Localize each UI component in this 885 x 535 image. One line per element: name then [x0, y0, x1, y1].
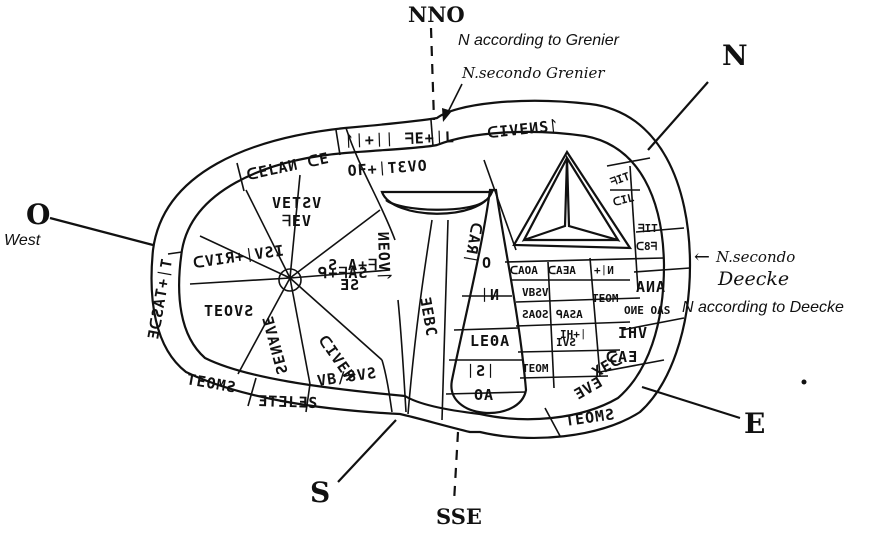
south-ray-line: [337, 419, 397, 483]
sse-label: SSE: [436, 504, 482, 529]
pyramid-shade-left: [521, 157, 569, 242]
cone-papilla: [450, 188, 528, 415]
deecke-arrow: ←: [694, 246, 710, 268]
inscription-right-w12: AИA: [636, 278, 666, 296]
inscription-mid-w6: ᛁИ: [480, 286, 500, 304]
nno-axis-line: [429, 27, 436, 121]
inscription-left-w3: ᖷEV: [282, 212, 312, 230]
left-lobe-hub: [278, 268, 302, 292]
north-label: N: [722, 39, 748, 72]
inscription-mid-w9: OA: [474, 386, 494, 404]
inscription-left-w10: VB/8VƧ: [316, 364, 378, 390]
inscription-left-w9: ᑫ+ᖷAƧ: [318, 264, 368, 282]
inscription-right-w11: +ᛁИ: [594, 264, 614, 277]
inscription-right-w14: IHV: [618, 324, 648, 342]
right-grid: [504, 165, 665, 389]
inscription-mid-w5: O: [482, 254, 492, 272]
left-lobe-divisions: [189, 127, 407, 413]
inscription-left-w2: VETƧV: [272, 194, 322, 212]
inscription-rim-upper-left: ᑕELAИ ᑕE: [245, 149, 331, 184]
compass-labels: NNO N O West E S SSE: [4, 2, 765, 529]
deecke-en-note: N according to Deecke: [682, 299, 844, 316]
inscription-right-w7: ᖷIT: [638, 222, 658, 235]
rim-dividers: [167, 119, 691, 437]
inscription-right-w20: ᑕIL: [612, 191, 636, 209]
inscription-right-w15: ᑕAƎ: [606, 348, 638, 366]
inscription-mid-w8: ᛁƧᛁ: [466, 362, 496, 380]
inscription-right-w13: OИE OAS: [624, 304, 670, 317]
west-label: West: [4, 232, 41, 249]
annotations: N according to Grenier N.secondo Grenier…: [458, 32, 844, 316]
inscription-mid-w2: ИEOVᛚ: [374, 232, 394, 283]
north-ray-line: [647, 81, 709, 151]
inscription-mid-w7: LEΘA: [470, 332, 510, 350]
pyramid-outer: [512, 149, 633, 250]
east-label: E: [744, 407, 765, 440]
inscription-right-w6: VBƧV: [522, 286, 549, 299]
central-lobe: [380, 149, 633, 421]
inscription-mid-w4: ƎEBC: [416, 296, 441, 339]
outer-rim: [150, 99, 692, 439]
stray-dot: [801, 379, 807, 385]
inscription-right-w3: IH+ᛁ: [560, 328, 586, 341]
inscriptions: ᛚᛁ+ᛁᛁ ᖷE+ᛁL ᑕIVEИSᛚ ᑕELAИ ᑕE ƎᑕƧAT+ᛁT TE…: [144, 117, 670, 430]
inscription-right-w19: ᖷIT: [609, 170, 632, 189]
inscription-rim-bottom-1: TEOMƧ: [185, 370, 238, 396]
inscription-rim-top-1: ᛚᛁ+ᛁᛁ ᖷE+ᛁL: [345, 128, 456, 150]
inscription-right-w1: IVƧ: [556, 336, 576, 349]
inscription-right-w10: ᑕAOA: [510, 264, 538, 277]
inscription-left-w8: TEOVƧ: [204, 302, 254, 320]
inscription-left-w1: ᑕVIЯ+ᛁVƧI: [192, 241, 286, 272]
inscription-left-w7: ƎVAИƎƧ: [258, 314, 291, 377]
nno-label: NNO: [408, 2, 465, 27]
inscription-left-w4: Ƨ A+ᖷ: [328, 256, 378, 274]
south-label: S: [310, 476, 330, 509]
inscription-right-w8: ᑕ8ᖷ: [636, 240, 658, 253]
grenier-it-note: N.secondo Grenier: [461, 64, 605, 82]
west-o-label: O: [26, 198, 50, 231]
inscription-right-w9: TEOM: [522, 362, 549, 375]
inscription-right-w18: TEOM: [592, 292, 619, 305]
sse-axis-line: [452, 431, 460, 503]
inscription-right-w4: ƧAOƧ: [522, 308, 549, 321]
deecke-it-note-1: N.secondo: [715, 248, 795, 266]
inscription-right-w2: ᑫAƧA: [556, 308, 583, 321]
inscription-right-w5: ᑕAƎA: [548, 264, 576, 277]
inscription-rim-top-2: ᑕIVEИSᛚ: [487, 117, 561, 142]
inscription-mid-w1: OF+ᛁTƐVO: [347, 156, 428, 180]
inscription-rim-left: ƎᑕƧAT+ᛁT: [144, 257, 176, 341]
west-ray-line: [49, 216, 154, 247]
inscription-left-w5: ƎƧ: [340, 276, 360, 294]
grenier-en-note: N according to Grenier: [458, 32, 620, 49]
deecke-it-note-2: Deecke: [717, 268, 789, 290]
inscription-rim-bottom-2: ƎTƎLƎS: [258, 392, 319, 412]
